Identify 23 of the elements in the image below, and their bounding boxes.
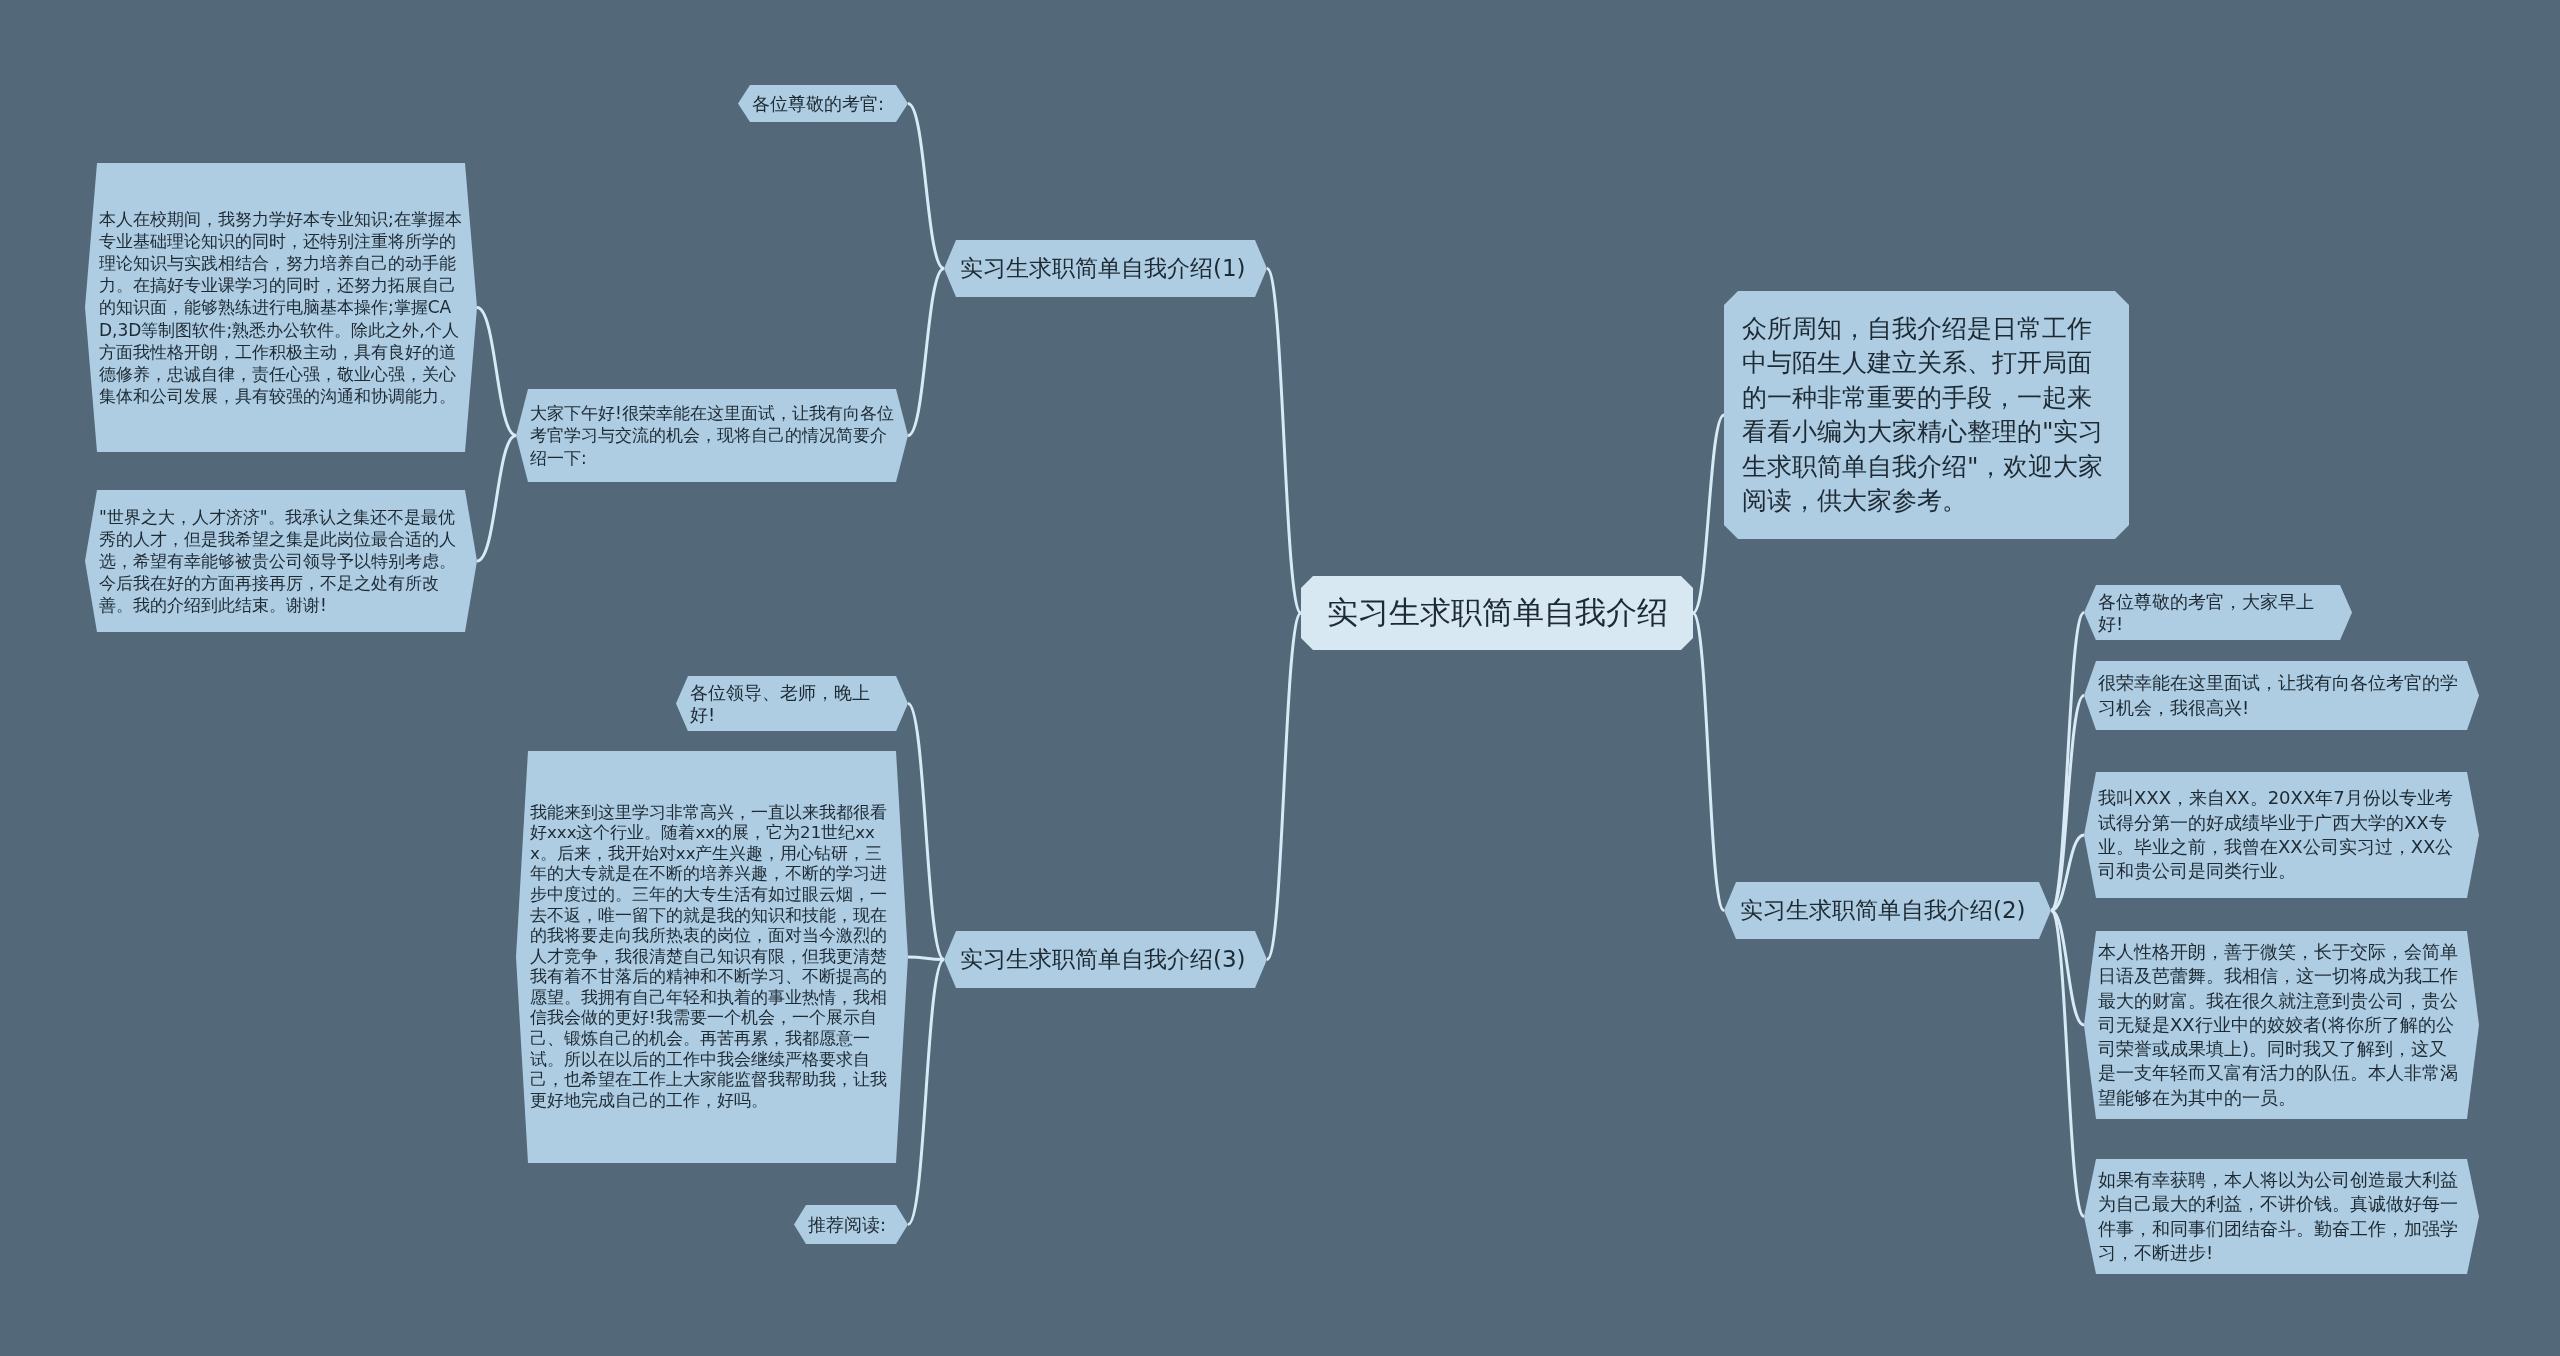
- connector-line: [476, 306, 517, 437]
- connector-line: [907, 267, 945, 437]
- text-box: 本人在校期间，我努力学好本专业知识;在掌握本专业基础理论知识的同时，还特别注重将所学的理论知识与实践相结合，努力培养自己的动手能力。在搞好专业课学习的同时，还努力拓展自己的知识面，能够熟练进行电脑基本操作;掌握CAD,3D等制图软件;熟悉办公软件。除此之外,个人方面我性格开朗，工作积极主动，具有良好的道德修养，忠诚自律，责任心强，敬业心强，关心集体和公司发展，具有较强的沟通和协调能力。: [85, 163, 477, 452]
- topic-box: 实习生求职简单自我介绍(3): [944, 931, 1267, 988]
- connector-line: [907, 102, 945, 270]
- central-topic-box: 实习生求职简单自我介绍: [1301, 576, 1693, 650]
- text-box: 各位领导、老师，晚上好!: [676, 676, 908, 732]
- connector-line: [476, 434, 517, 563]
- text-box: 众所周知，自我介绍是日常工作中与陌生人建立关系、打开局面的一种非常重要的手段，一起来看看小编为大家精心整理的"实习生求职简单自我介绍"，欢迎大家阅读，供大家参考。: [1724, 291, 2129, 539]
- text-box: 如果有幸获聘，本人将以为公司创造最大利益为自己最大的利益，不讲价钱。真诚做好每一件事，和同事们团结奋斗。勤奋工作，加强学习，不断进步!: [2084, 1159, 2479, 1274]
- connector-line: [908, 955, 944, 961]
- text-box: 各位尊敬的考官:: [738, 85, 908, 122]
- text-box: 推荐阅读:: [794, 1205, 908, 1244]
- text-box: 很荣幸能在这里面试，让我有向各位考官的学习机会，我很高兴!: [2084, 661, 2479, 730]
- text-box: "世界之大，人才济济"。我承认之集还不是最优秀的人才，但是我希望之集是此岗位最合适的人选，希望有幸能够被贵公司领导予以特别考虑。今后我在好的方面再接再厉，不足之处有所改善。我的介绍到此结束。谢谢!: [85, 490, 477, 632]
- connector-line: [2050, 909, 2085, 1027]
- text-box: 我能来到这里学习非常高兴，一直以来我都很看好xxx这个行业。随着xx的展，它为21世纪xxx。后来，我开始对xx产生兴趣，用心钻研，三年的大专就是在不断的培养兴趣，不断的学习进步中度过的。三年的大专生活有如过眼云烟，一去不返，唯一留下的就是我的知识和技能，现在的我将要走向我所热衷的岗位，面对当今激烈的人才竞争，我很清楚自己知识有限，但我更清楚我有着不甘落后的精神和不断学习、不断提高的愿望。我拥有自己年轻和执着的事业热情，我相信我会做的更好!我需要一个机会，一个展示自己、锻炼自己的机会。再苦再累，我都愿意一试。所以在以后的工作中我会继续严格要求自己，也希望在工作上大家能监督我帮助我，让我更好地完成自己的工作，好吗。: [516, 751, 908, 1163]
- text-box: 本人性格开朗，善于微笑，长于交际，会简单日语及芭蕾舞。我相信，这一切将成为我工作最大的财富。我在很久就注意到贵公司，贵公司无疑是XX行业中的姣姣者(将你所了解的公司荣誉或成果填上)。同时我又了解到，这又是一支年轻而又富有活力的队伍。本人非常渴望能够在为其中的一员。: [2084, 931, 2479, 1119]
- text-box: 大家下午好!很荣幸能在这里面试，让我有向各位考官学习与交流的机会，现将自己的情况简要介绍一下:: [516, 389, 908, 482]
- topic-box: 实习生求职简单自我介绍(1): [944, 240, 1267, 297]
- text-box: 我叫XXX，来自XX。20XX年7月份以专业考试得分第一的好成绩毕业于广西大学的XX专业。毕业之前，我曾在XX公司实习过，XX公司和贵公司是同类行业。: [2084, 772, 2479, 898]
- text-box: 各位尊敬的考官，大家早上好!: [2084, 585, 2352, 641]
- topic-box: 实习生求职简单自我介绍(2): [1724, 882, 2051, 939]
